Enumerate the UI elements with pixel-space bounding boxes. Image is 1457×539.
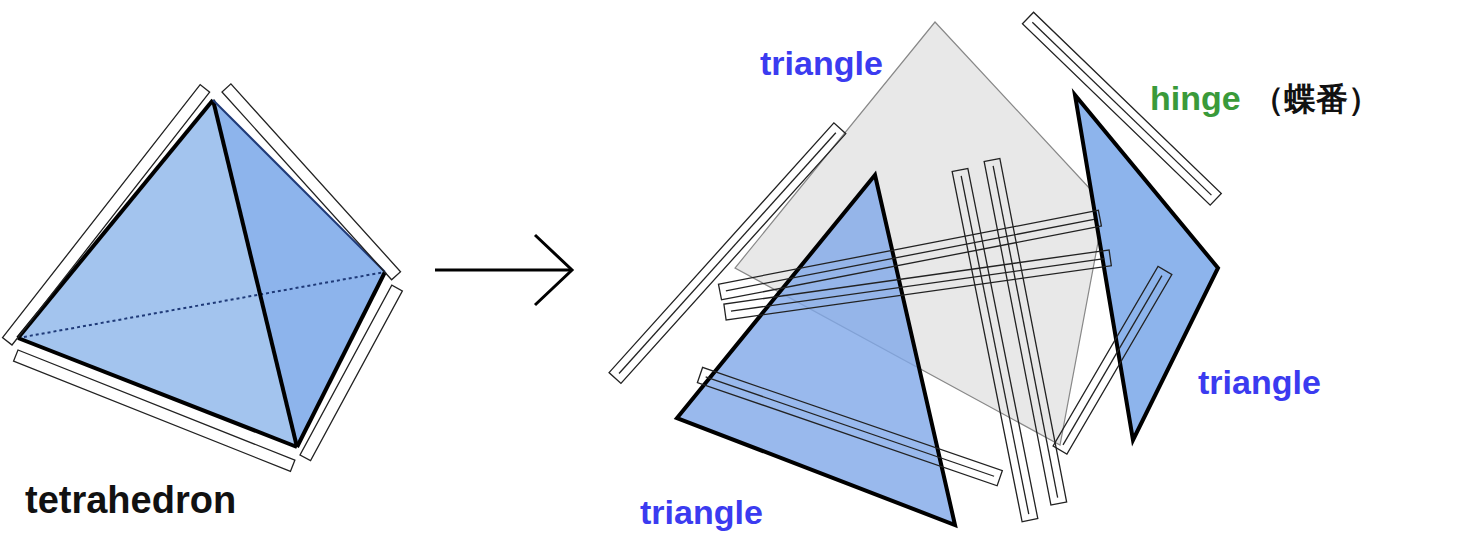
part-label: triangle [760, 45, 883, 82]
figure-label: tetrahedron [25, 480, 236, 522]
part-label: triangle [640, 494, 763, 531]
part-label: hinge [1150, 80, 1241, 117]
tetrahedron-figure [3, 84, 403, 471]
translation-label: （蝶番） [1252, 82, 1380, 117]
exploded-figure [609, 12, 1221, 525]
transform-arrow [435, 235, 572, 305]
part-label: triangle [1198, 364, 1321, 401]
